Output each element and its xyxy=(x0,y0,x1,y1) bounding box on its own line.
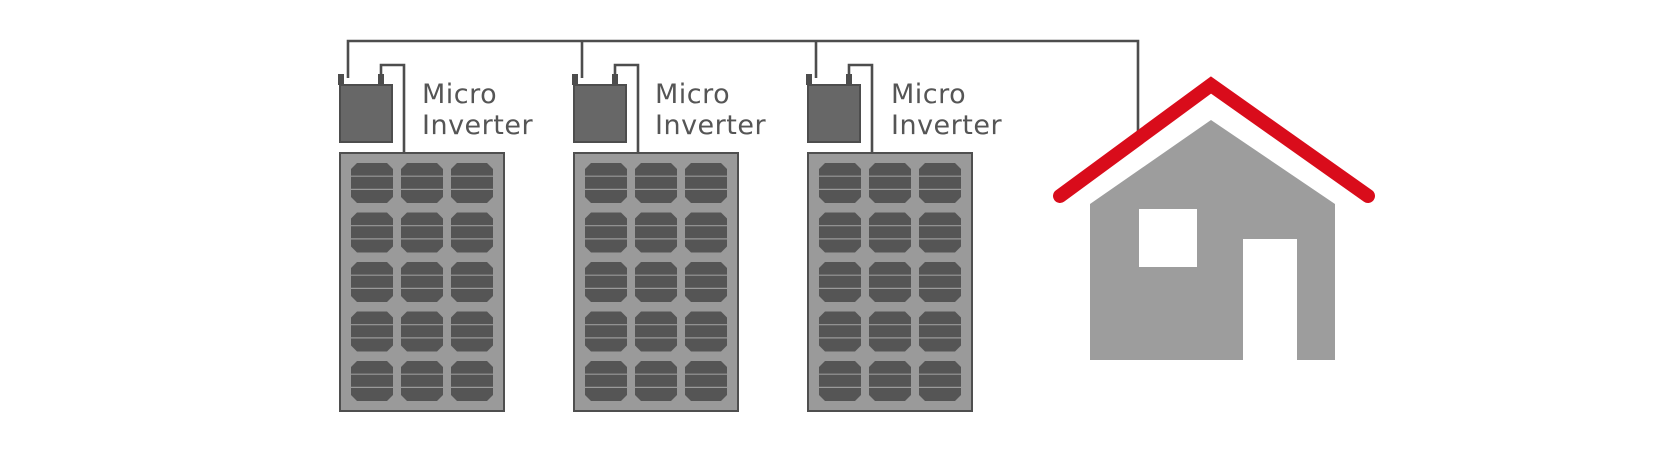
inverter-label-3-line1: Micro xyxy=(891,79,966,110)
panel-cell xyxy=(351,311,393,352)
solar-unit-1: Micro Inverter xyxy=(338,63,533,412)
inverter-label-2-line2: Inverter xyxy=(655,110,766,141)
panel-cell xyxy=(585,262,627,302)
panel-cell xyxy=(585,311,627,352)
panel-cell xyxy=(401,212,443,253)
panel-cell xyxy=(351,361,393,401)
inverter-label-1-line1: Micro xyxy=(422,79,497,110)
panel-cell xyxy=(919,311,961,352)
solar-panel-icon xyxy=(339,152,505,412)
panel-cell xyxy=(451,262,493,302)
panel-cell xyxy=(635,311,677,352)
panel-cell xyxy=(685,311,727,352)
panel-cell xyxy=(919,163,961,203)
solar-unit-3: Micro Inverter xyxy=(806,63,1002,412)
panel-cell xyxy=(819,163,861,203)
panel-cell xyxy=(585,212,627,253)
panel-cell xyxy=(451,311,493,352)
panel-cell xyxy=(351,262,393,302)
solar-panel-icon xyxy=(807,152,973,412)
panel-cell xyxy=(685,262,727,302)
panel-cell xyxy=(635,361,677,401)
panel-cell xyxy=(869,262,911,302)
panel-cell xyxy=(685,361,727,401)
inverter-label-3-line2: Inverter xyxy=(891,110,1002,141)
solar-unit-2: Micro Inverter xyxy=(572,63,766,412)
panel-cell xyxy=(451,163,493,203)
roof-icon xyxy=(1053,76,1375,203)
panel-cell xyxy=(585,361,627,401)
panel-cell xyxy=(635,262,677,302)
panel-cell xyxy=(401,361,443,401)
panel-cell xyxy=(919,262,961,302)
panel-cell xyxy=(869,311,911,352)
panel-cell xyxy=(819,361,861,401)
panel-cell xyxy=(869,163,911,203)
house-body xyxy=(1090,120,1335,360)
panel-cell xyxy=(451,212,493,253)
panel-cell xyxy=(819,212,861,253)
panel-cell xyxy=(685,163,727,203)
panel-cell xyxy=(451,361,493,401)
panel-cell xyxy=(685,212,727,253)
panel-cell xyxy=(635,163,677,203)
house-window xyxy=(1139,209,1197,267)
panel-cell xyxy=(401,163,443,203)
panel-cell xyxy=(635,212,677,253)
micro-inverter-box-icon xyxy=(338,63,406,154)
panel-cell xyxy=(585,163,627,203)
bus-wire-line xyxy=(346,39,1140,132)
panel-cell xyxy=(919,212,961,253)
micro-inverter-box-icon xyxy=(806,63,874,154)
panel-cell xyxy=(351,212,393,253)
panel-cell xyxy=(819,311,861,352)
inverter-label-2-line1: Micro xyxy=(655,79,730,110)
micro-inverter-box-icon xyxy=(572,63,640,154)
panel-cell xyxy=(401,311,443,352)
panel-cell xyxy=(869,361,911,401)
solar-panel-icon xyxy=(573,152,739,412)
bus-wire xyxy=(346,39,1140,132)
panel-cell xyxy=(401,262,443,302)
panel-cell xyxy=(919,361,961,401)
inverter-label-1-line2: Inverter xyxy=(422,110,533,141)
house-icon xyxy=(1053,76,1375,360)
panel-cell xyxy=(351,163,393,203)
panel-cell xyxy=(819,262,861,302)
panel-cell xyxy=(869,212,911,253)
